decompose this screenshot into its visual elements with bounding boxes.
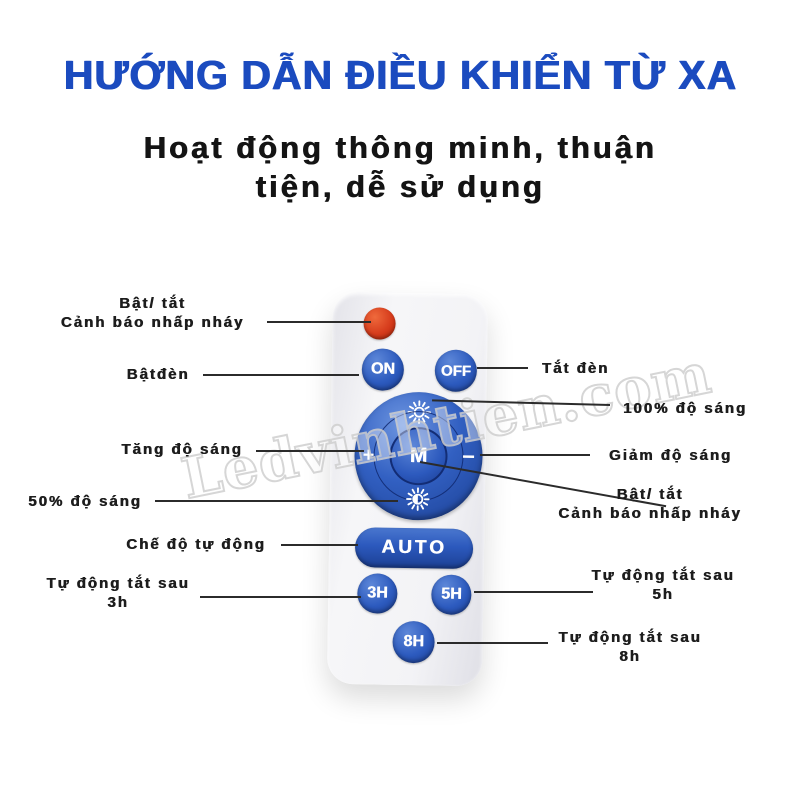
line-turn-off [477, 367, 528, 369]
label-turn-on: Bậtđèn [126, 366, 190, 383]
label-auto-mode: Chế độ tự động [126, 536, 266, 553]
label-timer-5h: Tự động tắt sau 5h [591, 567, 735, 603]
line-auto-mode [281, 544, 358, 546]
line-flash-left [267, 321, 371, 323]
subtitle-line-2: tiện, dễ sử dụng [255, 169, 545, 204]
label-flash-left: Bật/ tắt Cảnh báo nhấp nháy [60, 295, 245, 331]
label-timer-8h: Tự động tắt sau 8h [558, 629, 702, 665]
on-button: ON [361, 348, 405, 391]
sun-full-icon [407, 400, 431, 424]
line-timer-5h [474, 591, 593, 593]
line-half-brightness [155, 500, 398, 502]
flash-alert-button [363, 307, 396, 340]
timer-5h-button: 5H [431, 574, 472, 616]
auto-button: AUTO [354, 527, 474, 570]
line-increase [256, 450, 364, 452]
label-timer-3h: Tự động tắt sau 3h [46, 575, 190, 611]
label-half-brightness: 50% độ sáng [28, 493, 142, 510]
timer-3h-button: 3H [357, 573, 398, 614]
label-decrease: Giảm độ sáng [608, 447, 733, 464]
line-turn-on [203, 374, 359, 376]
page-subtitle: Hoạt động thông minh, thuận tiện, dễ sử … [0, 128, 800, 206]
sun-half-icon [406, 487, 430, 511]
timer-8h-button: 8H [392, 620, 435, 664]
line-decrease [480, 454, 590, 456]
remote-control: ON OFF + M − [326, 291, 489, 687]
label-full-brightness: 100% độ sáng [622, 400, 748, 417]
brightness-pad: + M − [353, 391, 484, 522]
line-timer-8h [437, 642, 548, 644]
label-increase: Tăng độ sáng [121, 441, 243, 458]
line-timer-3h [200, 596, 361, 598]
label-turn-off: Tắt đèn [541, 360, 610, 377]
label-flash-right: Bật/ tắt Cảnh báo nhấp nháy [558, 486, 742, 522]
page-title: HƯỚNG DẪN ĐIỀU KHIỂN TỪ XA [63, 52, 737, 98]
subtitle-line-1: Hoạt động thông minh, thuận [143, 130, 657, 165]
